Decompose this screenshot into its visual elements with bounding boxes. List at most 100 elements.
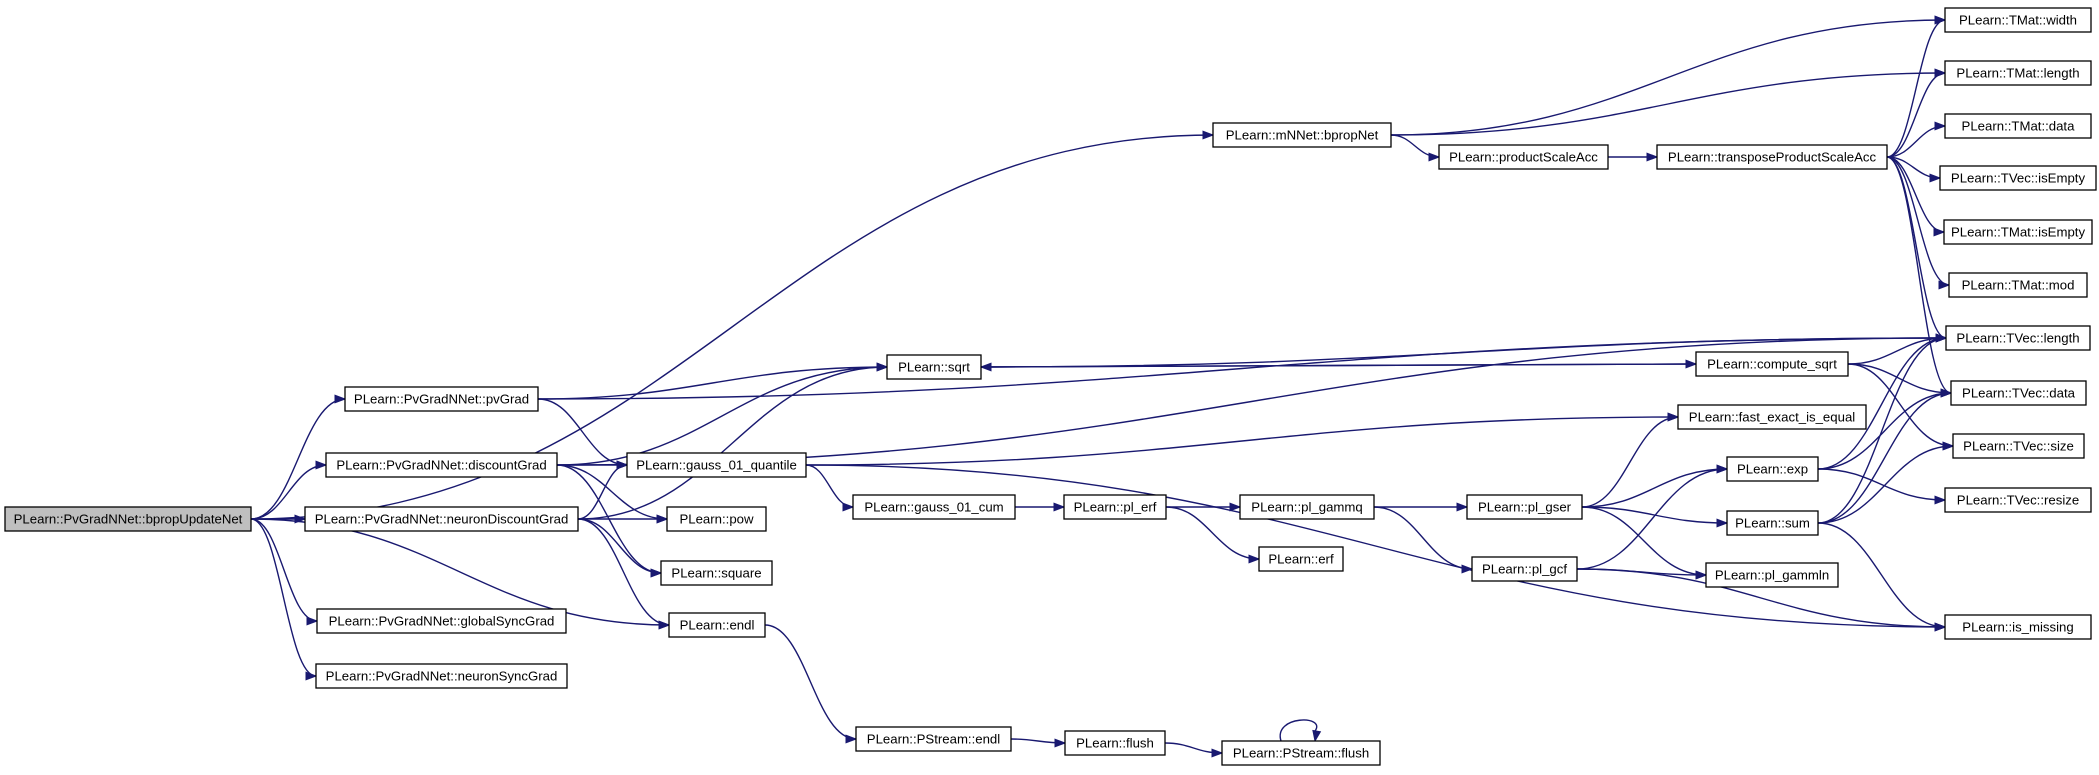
call-edge-gauss_01_quantile-to-gauss_01_cum [805,464,855,512]
function-node-TVec_length[interactable]: PLearn::TVec::length [1945,325,2091,351]
function-node-pow[interactable]: PLearn::pow [666,506,767,532]
call-edge-sum-to-TVec_data [1817,388,1953,524]
call-edge-arrowhead [845,734,858,744]
call-edge-line [980,337,1947,368]
call-edge-arrowhead [1929,173,1942,183]
call-edge-sum-to-is_missing [1817,522,1947,632]
call-edge-gauss_01_quantile-to-fast_exact_is_equal [805,412,1680,466]
call-edge-line [1817,392,1952,524]
function-node-TVec_size[interactable]: PLearn::TVec::size [1952,433,2085,459]
call-edge-arrowhead [1456,502,1469,512]
function-node-sqrt[interactable]: PLearn::sqrt [886,354,982,380]
function-node-compute_sqrt[interactable]: PLearn::compute_sqrt [1695,351,1849,377]
function-node-transposeProductScaleAcc[interactable]: PLearn::transposeProductScaleAcc [1656,144,1888,170]
function-node-gauss_01_quantile[interactable]: PLearn::gauss_01_quantile [626,452,807,478]
call-edge-bpropNet-to-TMat_length [1390,68,1947,136]
function-node-pl_gcf[interactable]: PLearn::pl_gcf [1471,556,1578,582]
function-node-square[interactable]: PLearn::square [660,560,773,586]
function-node-pl_gser[interactable]: PLearn::pl_gser [1466,494,1583,520]
function-node-TMat_isEmpty[interactable]: PLearn::TMat::isEmpty [1943,219,2093,245]
function-node-box [1944,7,2092,33]
function-node-label: PLearn::PvGradNNet::neuronSyncGrad [326,669,558,684]
call-edge-line [250,518,318,622]
function-node-exp[interactable]: PLearn::exp [1726,456,1819,482]
call-edge-arrowhead [1202,130,1215,140]
function-node-box [1221,740,1381,766]
call-edge-line [556,366,888,466]
function-node-box [626,452,807,478]
call-edge-neuronDiscountGrad-to-pow [578,514,669,524]
call-edge-PStream_endl-to-flush [1010,738,1067,748]
function-node-fast_exact_is_equal[interactable]: PLearn::fast_exact_is_equal [1677,404,1867,430]
function-node-bpropUpdateNet[interactable]: PLearn::PvGradNNet::bpropUpdateNet [4,506,252,532]
call-edge-line [1279,719,1318,742]
function-node-label: PLearn::PvGradNNet::bpropUpdateNet [14,512,243,527]
call-edge-transposeProductScaleAcc-to-TVec_isEmpty [1886,156,1942,183]
function-node-label: PLearn::PvGradNNet::globalSyncGrad [329,614,555,629]
function-node-neuronDiscountGrad[interactable]: PLearn::PvGradNNet::neuronDiscountGrad [304,506,579,532]
function-node-TMat_data[interactable]: PLearn::TMat::data [1944,113,2092,139]
function-node-PStream_endl[interactable]: PLearn::PStream::endl [855,726,1012,752]
function-node-flush[interactable]: PLearn::flush [1064,730,1166,756]
call-edge-bpropUpdateNet-to-neuronSyncGrad [250,518,318,681]
call-edge-arrowhead [1312,729,1322,743]
call-edge-line [1581,468,1728,508]
call-edge-pl_gser-to-fast_exact_is_equal [1581,412,1680,508]
function-node-box [344,386,539,412]
function-node-label: PLearn::flush [1076,736,1154,751]
function-node-TMat_length[interactable]: PLearn::TMat::length [1944,60,2092,86]
function-node-box [1939,165,2097,191]
call-edge-line [1390,134,1440,158]
call-edge-arrowhead [1716,518,1729,528]
call-edges [250,15,1955,758]
call-edge-arrowhead [979,362,992,372]
function-node-discountGrad[interactable]: PLearn::PvGradNNet::discountGrad [325,452,558,478]
function-node-label: PLearn::TVec::resize [1957,493,2079,508]
function-node-box [1950,380,2087,406]
function-node-TVec_resize[interactable]: PLearn::TVec::resize [1944,487,2092,513]
function-node-box [1258,546,1344,572]
call-edge-flush-to-PStream_flush [1164,742,1224,758]
call-edge-pl_gcf-to-pl_gammln [1576,568,1708,580]
call-edge-arrowhead [1716,464,1729,474]
function-node-TVec_data[interactable]: PLearn::TVec::data [1950,380,2087,406]
call-edge-arrowhead [1934,121,1947,131]
function-node-TVec_isEmpty[interactable]: PLearn::TVec::isEmpty [1939,165,2097,191]
function-node-gauss_01_cum[interactable]: PLearn::gauss_01_cum [852,494,1016,520]
function-node-sum[interactable]: PLearn::sum [1726,510,1819,536]
function-node-is_missing[interactable]: PLearn::is_missing [1944,614,2092,640]
function-node-label: PLearn::gauss_01_cum [864,500,1003,515]
function-node-label: PLearn::TVec::isEmpty [1951,171,2086,186]
call-edge-line [805,464,854,508]
function-node-pl_gammq[interactable]: PLearn::pl_gammq [1239,494,1375,520]
function-node-endl[interactable]: PLearn::endl [668,612,766,638]
call-edge-arrowhead [1935,333,1948,343]
call-edge-arrowhead [1940,388,1953,398]
function-node-pl_gammln[interactable]: PLearn::pl_gammln [1705,562,1839,588]
function-node-bpropNet[interactable]: PLearn::mNNet::bpropNet [1212,122,1392,148]
call-edge-sum-to-TVec_length [1817,333,1948,524]
function-node-productScaleAcc[interactable]: PLearn::productScaleAcc [1438,144,1609,170]
function-node-neuronSyncGrad[interactable]: PLearn::PvGradNNet::neuronSyncGrad [315,663,568,689]
function-node-pl_erf[interactable]: PLearn::pl_erf [1063,494,1167,520]
function-node-label: PLearn::PStream::endl [867,732,1000,747]
function-nodes: PLearn::PvGradNNet::bpropUpdateNetPLearn… [4,7,2097,766]
function-node-pvGrad[interactable]: PLearn::PvGradNNet::pvGrad [344,386,539,412]
function-node-box [1726,456,1819,482]
function-node-box [1944,60,2092,86]
function-node-erf[interactable]: PLearn::erf [1258,546,1344,572]
function-node-label: PLearn::pl_gammq [1251,500,1362,515]
call-edge-exp-to-TVec_resize [1817,468,1947,505]
call-edge-endl-to-PStream_endl [764,624,858,744]
call-edge-line [1390,19,1946,136]
function-node-globalSyncGrad[interactable]: PLearn::PvGradNNet::globalSyncGrad [316,608,567,634]
function-node-box [304,506,579,532]
function-node-box [1677,404,1867,430]
call-edge-line [1576,468,1728,570]
call-edge-productScaleAcc-to-transposeProductScaleAcc [1608,152,1659,162]
call-edge-transposeProductScaleAcc-to-TVec_length [1886,156,1948,343]
function-node-TMat_mod[interactable]: PLearn::TMat::mod [1948,272,2088,298]
function-node-PStream_flush[interactable]: PLearn::PStream::flush [1221,740,1381,766]
function-node-TMat_width[interactable]: PLearn::TMat::width [1944,7,2092,33]
